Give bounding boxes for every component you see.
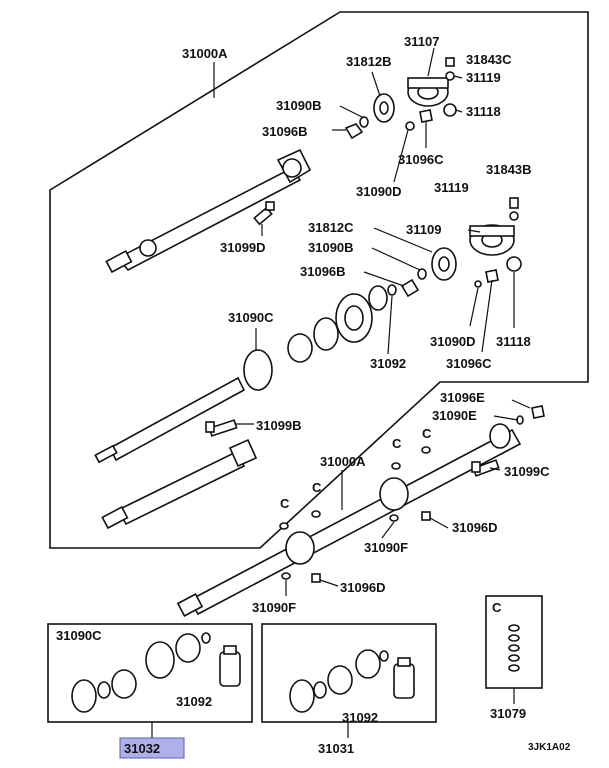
kit-31031-parts[interactable] — [289, 649, 415, 713]
washer-31090d-top[interactable] — [405, 121, 415, 131]
bolt-31099b[interactable] — [205, 419, 238, 437]
nut-31096b-mid[interactable] — [400, 278, 420, 298]
label-c-box[interactable]: C — [492, 600, 502, 615]
bolt-31843c[interactable] — [445, 57, 455, 67]
label-31090c-mid[interactable]: 31090C — [228, 310, 274, 325]
label-c-1[interactable]: C — [392, 436, 402, 451]
label-31000a-top[interactable]: 31000A — [182, 46, 228, 61]
label-31090c-box[interactable]: 31090C — [56, 628, 102, 643]
label-31079[interactable]: 31079 — [490, 706, 526, 721]
label-31092-box1[interactable]: 31092 — [176, 694, 212, 709]
lower-front-shaft[interactable] — [101, 438, 258, 530]
label-31032[interactable]: 31032 — [124, 741, 160, 756]
nut-31096b-top[interactable] — [344, 123, 364, 140]
boot-ring-31090c-mid[interactable] — [243, 349, 273, 391]
diagram-code: 3JK1A02 — [528, 742, 571, 753]
label-31812b[interactable]: 31812B — [346, 54, 392, 69]
clip-c-1[interactable] — [391, 462, 401, 470]
label-31031[interactable]: 31031 — [318, 741, 354, 756]
nut-31096e[interactable] — [531, 405, 545, 419]
bolt-31099d[interactable] — [253, 201, 275, 226]
label-31090d-mid[interactable]: 31090D — [430, 334, 476, 349]
washer-31090f-low[interactable] — [281, 572, 291, 580]
label-c-2[interactable]: C — [422, 426, 432, 441]
label-31843c[interactable]: 31843C — [466, 52, 512, 67]
label-31090b-top[interactable]: 31090B — [276, 98, 322, 113]
label-31099d[interactable]: 31099D — [220, 240, 266, 255]
label-31119-mid[interactable]: 31119 — [434, 180, 469, 195]
washer-31119-mid[interactable] — [509, 211, 519, 221]
flange-31812c[interactable] — [431, 247, 457, 281]
clip-c-4[interactable] — [311, 510, 321, 518]
clip-c-2[interactable] — [421, 446, 431, 454]
label-31092-box2[interactable]: 31092 — [342, 710, 378, 725]
center-bearing-31109[interactable] — [469, 224, 515, 256]
nut-31096c-mid[interactable] — [485, 269, 499, 283]
label-31096d-right[interactable]: 31096D — [452, 520, 498, 535]
nut-31096c-top[interactable] — [419, 109, 433, 123]
highlight-31032 — [119, 737, 185, 759]
label-31096c-mid[interactable]: 31096C — [446, 356, 492, 371]
label-31096c-top[interactable]: 31096C — [398, 152, 444, 167]
label-31096e[interactable]: 31096E — [440, 390, 485, 405]
label-31109[interactable]: 31109 — [406, 222, 441, 237]
label-31119-top[interactable]: 31119 — [466, 70, 501, 85]
center-bearing-31107[interactable] — [407, 77, 449, 107]
label-31090d-top[interactable]: 31090D — [356, 184, 402, 199]
label-31118-mid[interactable]: 31118 — [496, 334, 531, 349]
clip-c-3[interactable] — [279, 522, 289, 530]
label-31096b-top[interactable]: 31096B — [262, 124, 308, 139]
cv-joint-mid[interactable] — [287, 284, 397, 363]
leader-lines — [213, 47, 531, 596]
label-31812c[interactable]: 31812C — [308, 220, 354, 235]
washer-31090b-mid[interactable] — [417, 268, 427, 280]
washer-31090f-right[interactable] — [389, 514, 399, 522]
label-31090e[interactable]: 31090E — [432, 408, 477, 423]
washer-31090d-mid[interactable] — [474, 280, 482, 288]
cap-31118-mid[interactable] — [506, 256, 522, 272]
washer-31119-top[interactable] — [445, 71, 455, 81]
label-31000a-low[interactable]: 31000A — [320, 454, 366, 469]
label-31096d-low[interactable]: 31096D — [340, 580, 386, 595]
label-31099c[interactable]: 31099C — [504, 464, 550, 479]
upper-shaft[interactable] — [105, 148, 312, 274]
label-c-4[interactable]: C — [312, 480, 322, 495]
label-31099b[interactable]: 31099B — [256, 418, 302, 433]
kit-box-31031 — [261, 623, 437, 723]
washer-31090b-top[interactable] — [359, 116, 369, 128]
label-31090f-low[interactable]: 31090F — [252, 600, 296, 615]
kit-31032-parts[interactable] — [71, 632, 241, 713]
kit-box-31032 — [47, 623, 253, 723]
label-31090f-right[interactable]: 31090F — [364, 540, 408, 555]
label-31092-mid[interactable]: 31092 — [370, 356, 406, 371]
stub-shaft[interactable] — [94, 376, 246, 464]
label-31090b-mid[interactable]: 31090B — [308, 240, 354, 255]
flange-31812b[interactable] — [373, 93, 395, 123]
cap-31118-top[interactable] — [443, 103, 457, 117]
nut-31096d-low[interactable] — [311, 573, 321, 583]
nut-31096d-right[interactable] — [421, 511, 431, 521]
assembly-frame — [49, 11, 589, 549]
label-31118-top[interactable]: 31118 — [466, 104, 501, 119]
lower-shaft-31000a[interactable] — [176, 423, 522, 617]
label-31096b-mid[interactable]: 31096B — [300, 264, 346, 279]
bolt-31843b[interactable] — [509, 197, 519, 209]
label-31843b[interactable]: 31843B — [486, 162, 532, 177]
label-c-3[interactable]: C — [280, 496, 290, 511]
kit-31079-clips[interactable] — [508, 624, 520, 672]
label-31107[interactable]: 31107 — [404, 34, 439, 49]
bolt-31099c[interactable] — [471, 459, 500, 477]
